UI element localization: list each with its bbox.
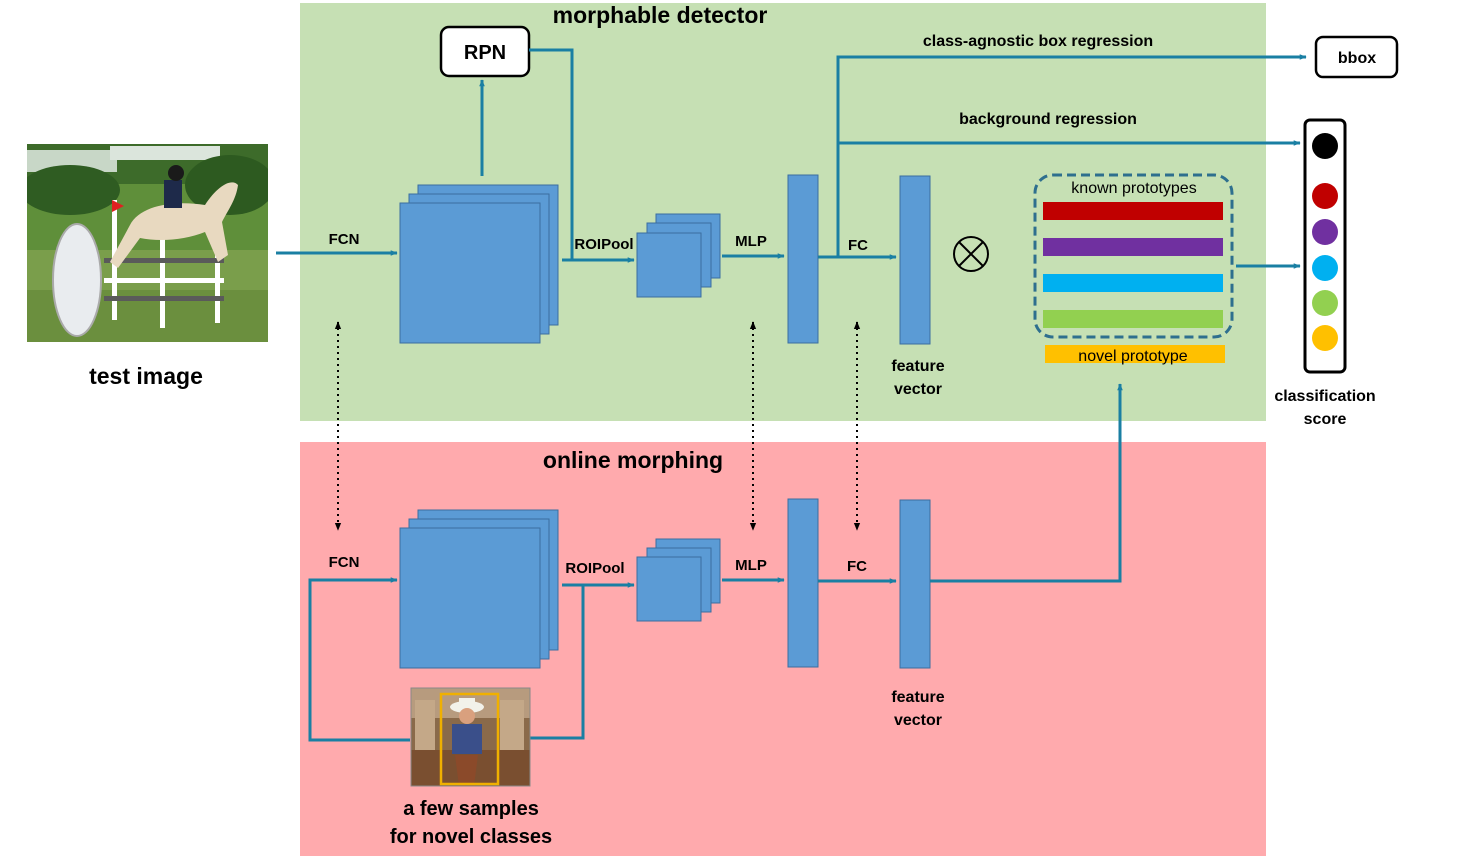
feature-vector-block-top: [899, 175, 931, 345]
mlp-block-bottom: [787, 498, 819, 668]
detector-title: morphable detector: [553, 2, 768, 28]
score-dot-4: [1312, 255, 1338, 281]
known-prototypes-label: known prototypes: [1071, 180, 1196, 197]
fcn-feature-map-bottom: [399, 509, 559, 669]
feature-vector-bottom-line2: vector: [894, 712, 942, 729]
known-prototype-bar-3: [1043, 274, 1223, 292]
test-image-label: test image: [89, 363, 203, 389]
roi-feature-stack-bottom: [636, 538, 721, 622]
feature-vector-top-line1: feature: [891, 358, 944, 375]
fcn-feature-map-top: [399, 184, 559, 344]
roipool-bottom-label: ROIPool: [565, 560, 624, 577]
arrow-box-regression: [836, 54, 1307, 257]
roipool-top-label: ROIPool: [574, 236, 633, 253]
samples-label-line2: for novel classes: [390, 826, 552, 848]
known-prototype-bar-4: [1043, 310, 1223, 328]
known-prototypes-group: [1033, 173, 1234, 339]
background-regression-label: background regression: [959, 111, 1137, 128]
arrow-sample-to-fcn: [308, 577, 410, 742]
score-dot-2: [1312, 183, 1338, 209]
classification-label-line1: classification: [1274, 388, 1375, 405]
score-dot-1: [1312, 133, 1338, 159]
sample-image-frame: [410, 687, 531, 787]
class-agnostic-label: class-agnostic box regression: [923, 33, 1153, 50]
fcn-top-label: FCN: [329, 231, 360, 248]
novel-prototype-bar: [1045, 345, 1225, 363]
rpn-label: RPN: [464, 42, 506, 64]
fc-bottom-label: FC: [847, 558, 867, 575]
novel-prototype-label: novel prototype: [1078, 348, 1188, 365]
score-dot-6: [1312, 325, 1338, 351]
bbox-box: [1314, 35, 1399, 79]
mlp-bottom-label: MLP: [735, 557, 767, 574]
known-prototype-bar-2: [1043, 238, 1223, 256]
feature-vector-top-line2: vector: [894, 381, 942, 398]
samples-label-line1: a few samples: [403, 798, 539, 820]
mlp-top-label: MLP: [735, 233, 767, 250]
fc-top-label: FC: [848, 237, 868, 254]
score-dot-5: [1312, 290, 1338, 316]
test-image: [27, 144, 268, 342]
sample-image: [411, 688, 530, 786]
bbox-label: bbox: [1338, 50, 1376, 67]
prototype-bars: [1043, 202, 1223, 328]
feature-vector-block-bottom: [899, 499, 931, 669]
roi-feature-stack-top: [636, 213, 721, 298]
known-prototype-bar-1: [1043, 202, 1223, 220]
arrow-feature-to-novel-prototype: [930, 383, 1123, 583]
score-dot-3: [1312, 219, 1338, 245]
classification-label-line2: score: [1304, 411, 1347, 428]
mlp-block-top: [787, 174, 819, 344]
feature-vector-bottom-line1: feature: [891, 689, 944, 706]
morphing-title: online morphing: [543, 447, 723, 473]
circled-times-icon: [953, 236, 989, 272]
fcn-bottom-label: FCN: [329, 554, 360, 571]
score-dots: [1312, 133, 1338, 351]
